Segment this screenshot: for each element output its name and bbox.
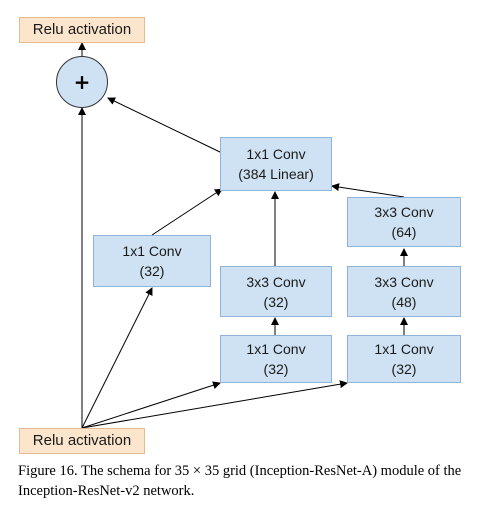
edge-relu-to-branch3 [81,380,348,429]
branch3-1x1-conv-filters: (32) [391,361,417,377]
relu-output-label: Relu activation [32,21,132,38]
branch3-conv-3x3-top-box: 3x3 Conv (64) [347,197,461,247]
branch2-conv-1x1-box: 1x1 Conv (32) [220,335,332,383]
figure-caption: Figure 16. The schema for 35 × 35 grid (… [18,463,462,499]
conv-1x1-linear-box: 1x1 Conv (384 Linear) [220,137,332,191]
branch3-top-conv-filters: (64) [391,224,417,240]
branch3-1x1-conv-type: 1x1 Conv [374,341,434,357]
relu-input-label: Relu activation [32,432,132,449]
relu-activation-output: Relu activation [19,17,145,43]
edge-relu-to-branch1 [81,287,153,429]
edge-linear-to-add [107,97,223,154]
branch3-mid-conv-filters: (48) [391,293,417,310]
relu-activation-input: Relu activation [19,428,145,454]
branch1-conv-1x1-box: 1x1 Conv (32) [93,235,211,287]
branch1-conv-filters: (32) [139,263,165,279]
add-operation-node: + [56,56,108,108]
edge-branch3-to-linear [331,183,405,198]
branch2-1x1-conv-filters: (32) [263,361,289,377]
conv-linear-filters: (384 Linear) [238,166,314,182]
branch3-conv-1x1-box: 1x1 Conv (32) [347,335,461,383]
plus-icon: + [73,70,91,94]
branch2-1x1-conv-type: 1x1 Conv [246,341,306,357]
branch3-top-conv-type: 3x3 Conv [374,204,434,220]
edge-relu-to-branch2 [81,381,221,429]
branch3-conv-3x3-mid-box: 3x3 Conv (48) [347,266,461,317]
branch2-3x3-conv-type: 3x3 Conv [246,273,306,290]
branch3-mid-conv-type: 3x3 Conv [374,273,434,290]
branch1-conv-type: 1x1 Conv [122,243,182,259]
conv-linear-type: 1x1 Conv [246,146,306,162]
branch2-3x3-conv-filters: (32) [263,293,289,310]
edge-branch1-to-linear [151,188,223,236]
branch2-conv-3x3-box: 3x3 Conv (32) [220,266,332,317]
